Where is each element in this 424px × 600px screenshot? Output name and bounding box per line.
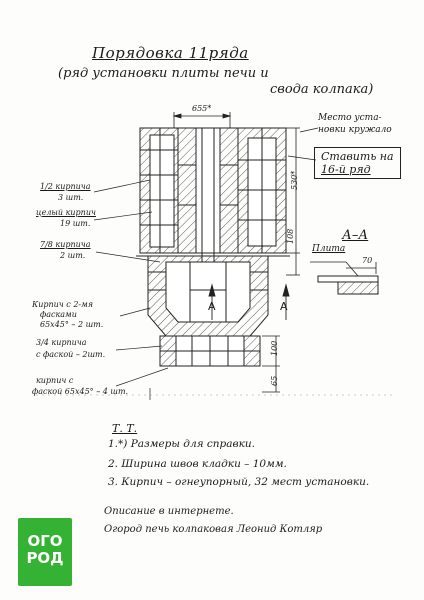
- label-double-bevel-brick: Кирпич с 2-мя: [32, 300, 94, 309]
- label-leaders: [93, 179, 169, 400]
- source-text: Огород печь колпаковая Леонид Котляр: [104, 524, 323, 535]
- section-marker-right: А: [280, 300, 288, 313]
- section-plate-label: Плита: [312, 244, 346, 254]
- section-aa: [310, 261, 379, 295]
- label-bevel-brick: кирпич с: [36, 376, 74, 385]
- dimension-65: 65: [270, 375, 279, 386]
- label-double-bevel-type: фасками: [40, 310, 77, 319]
- dimension-top-width: 655*: [192, 104, 212, 113]
- drawing-title: Порядовка 11ряда: [92, 44, 249, 62]
- logo-line2: РОД: [26, 549, 64, 567]
- notes-heading: Т. Т.: [112, 422, 138, 435]
- section-marker-left: А: [208, 300, 216, 313]
- base-dimensions: [262, 335, 280, 393]
- height-dimension: [286, 127, 300, 276]
- label-three-quarter-brick: 3/4 кирпича: [36, 338, 87, 347]
- install-course-stamp-line2: 16-й ряд: [321, 163, 371, 176]
- left-column: [139, 127, 179, 254]
- source-heading: Описание в интернете.: [104, 506, 234, 517]
- label-three-quarter-count: с фаской – 2шт.: [36, 350, 106, 359]
- dimension-height: 530*: [290, 170, 299, 190]
- label-bevel-brick-count: фаской 65х45° – 4 шт.: [32, 387, 129, 396]
- install-course-stamp-line1: Ставить на: [321, 150, 394, 163]
- label-seven-eighths-brick: 7/8 кирпича: [40, 240, 91, 249]
- dimension-70: 70: [362, 256, 373, 265]
- dimension-108: 108: [286, 228, 295, 244]
- central-flue: [177, 127, 239, 300]
- install-course-stamp: Ставить на 16-й ряд: [314, 147, 401, 179]
- top-dimension: [172, 112, 232, 128]
- note-3: 3. Кирпич – огнеупорный, 32 мест установ…: [108, 476, 370, 488]
- section-cut: [208, 283, 290, 320]
- label-whole-brick: целый кирпич: [36, 208, 96, 217]
- dimension-100: 100: [270, 340, 279, 356]
- firebox-body: [147, 255, 269, 337]
- label-seven-eighths-count: 2 шт.: [60, 251, 86, 260]
- label-half-brick: 1/2 кирпича: [40, 182, 91, 191]
- arch-template-note: Место уста- новки кружало: [318, 112, 392, 136]
- arch-template-note-line1: Место уста-: [318, 113, 382, 123]
- arch-template-note-line2: новки кружало: [318, 125, 392, 135]
- drawing-subtitle-line2: свода колпака): [270, 82, 374, 97]
- label-whole-brick-count: 19 шт.: [60, 219, 91, 228]
- logo-line1: ОГО: [27, 532, 63, 550]
- note-2: 2. Ширина швов кладки – 10мм.: [108, 458, 287, 470]
- drawing-subtitle-line1: (ряд установки плиты печи и: [58, 66, 269, 81]
- note-1: 1.*) Размеры для справки.: [108, 438, 256, 450]
- base-course: [159, 335, 261, 367]
- ogorod-logo: ОГО РОД: [18, 518, 72, 586]
- label-half-brick-count: 3 шт.: [58, 193, 84, 202]
- right-column: [237, 127, 287, 254]
- label-double-bevel-count: 65х45° – 2 шт.: [40, 320, 104, 329]
- section-title: А–А: [342, 228, 369, 243]
